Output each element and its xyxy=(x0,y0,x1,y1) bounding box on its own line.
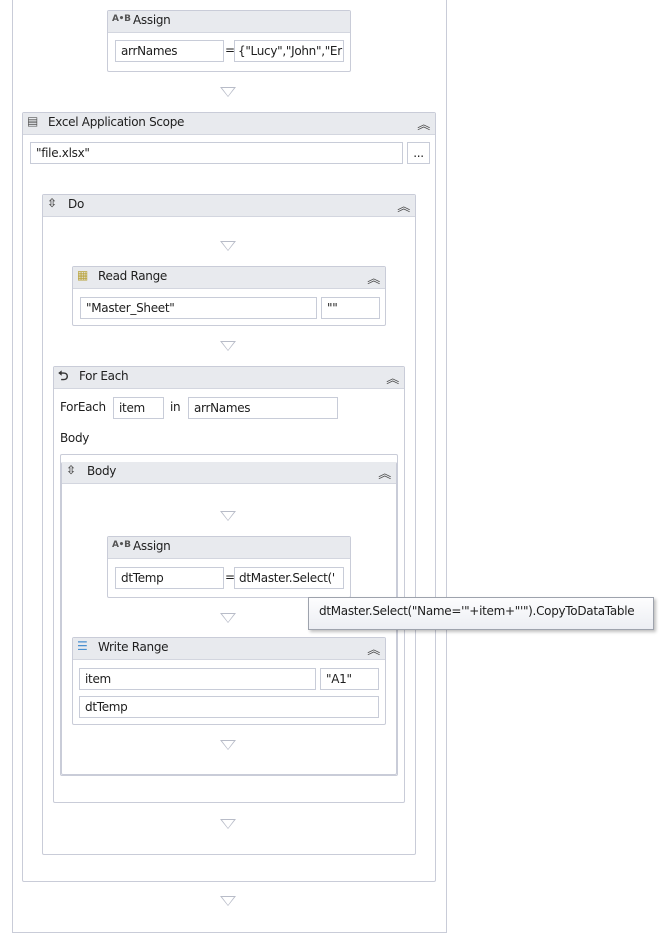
collapse-icon[interactable]: ︽ xyxy=(417,118,430,133)
activity-title: Assign xyxy=(133,539,171,553)
browse-button[interactable]: ... xyxy=(407,142,430,164)
body-label: Body xyxy=(60,431,90,445)
drop-arrow-icon[interactable] xyxy=(220,511,236,521)
assign-icon: A•B xyxy=(112,540,131,550)
collapse-icon[interactable]: ︽ xyxy=(367,272,380,287)
activity-title: Write Range xyxy=(98,640,169,654)
range-input[interactable]: "A1" xyxy=(320,668,379,690)
drop-arrow-icon[interactable] xyxy=(220,341,236,351)
drop-arrow-icon[interactable] xyxy=(220,819,236,829)
assign-value-input[interactable]: {"Lucy","John","Er xyxy=(234,40,344,62)
drop-arrow-icon[interactable] xyxy=(220,613,236,623)
activity-title: Do xyxy=(68,197,84,211)
collapse-icon[interactable]: ︽ xyxy=(378,467,391,482)
assign-value-input[interactable]: dtMaster.Select(' xyxy=(234,567,344,589)
assign-to-input[interactable]: arrNames xyxy=(115,40,224,62)
for-each-icon: ⮌ xyxy=(58,369,69,384)
drop-arrow-icon[interactable] xyxy=(220,87,236,97)
in-label: in xyxy=(170,400,181,414)
sequence-icon: ⇳ xyxy=(47,196,57,210)
activity-title: Excel Application Scope xyxy=(48,115,185,129)
activity-title: For Each xyxy=(79,369,129,383)
workflow-sequence xyxy=(12,0,447,933)
equals-label: = xyxy=(225,570,235,584)
expression-tooltip: dtMaster.Select("Name='"+item+"'").CopyT… xyxy=(308,597,654,630)
sheet-name-input[interactable]: "Master_Sheet" xyxy=(80,297,317,319)
sequence-icon: ⇳ xyxy=(66,463,76,477)
assign-icon: A•B xyxy=(112,14,131,24)
activity-title: Read Range xyxy=(98,269,168,283)
activity-title: Assign xyxy=(133,13,171,27)
foreach-label: ForEach xyxy=(60,400,106,414)
drop-arrow-icon[interactable] xyxy=(220,896,236,906)
item-variable-input[interactable]: item xyxy=(113,397,164,419)
activity-title: Body xyxy=(87,464,117,478)
equals-label: = xyxy=(225,43,235,57)
datatable-input[interactable]: dtTemp xyxy=(79,696,379,718)
read-range-icon: ▦ xyxy=(77,268,89,282)
sheet-name-input[interactable]: item xyxy=(79,668,316,690)
drop-arrow-icon[interactable] xyxy=(220,241,236,251)
write-range-activity[interactable]: ☰ Write Range ︽ item "A1" dtTemp xyxy=(72,637,386,725)
assign-to-input[interactable]: dtTemp xyxy=(115,567,224,589)
workbook-icon: ▤ xyxy=(27,114,39,128)
read-range-activity[interactable]: ▦ Read Range ︽ "Master_Sheet" "" xyxy=(72,266,386,326)
workbook-path-input[interactable]: "file.xlsx" xyxy=(30,142,403,164)
values-input[interactable]: arrNames xyxy=(188,397,338,419)
range-input[interactable]: "" xyxy=(321,297,380,319)
collapse-icon[interactable]: ︽ xyxy=(397,200,410,215)
drop-arrow-icon[interactable] xyxy=(220,740,236,750)
write-range-icon: ☰ xyxy=(77,639,88,653)
collapse-icon[interactable]: ︽ xyxy=(386,372,399,387)
collapse-icon[interactable]: ︽ xyxy=(367,643,380,658)
